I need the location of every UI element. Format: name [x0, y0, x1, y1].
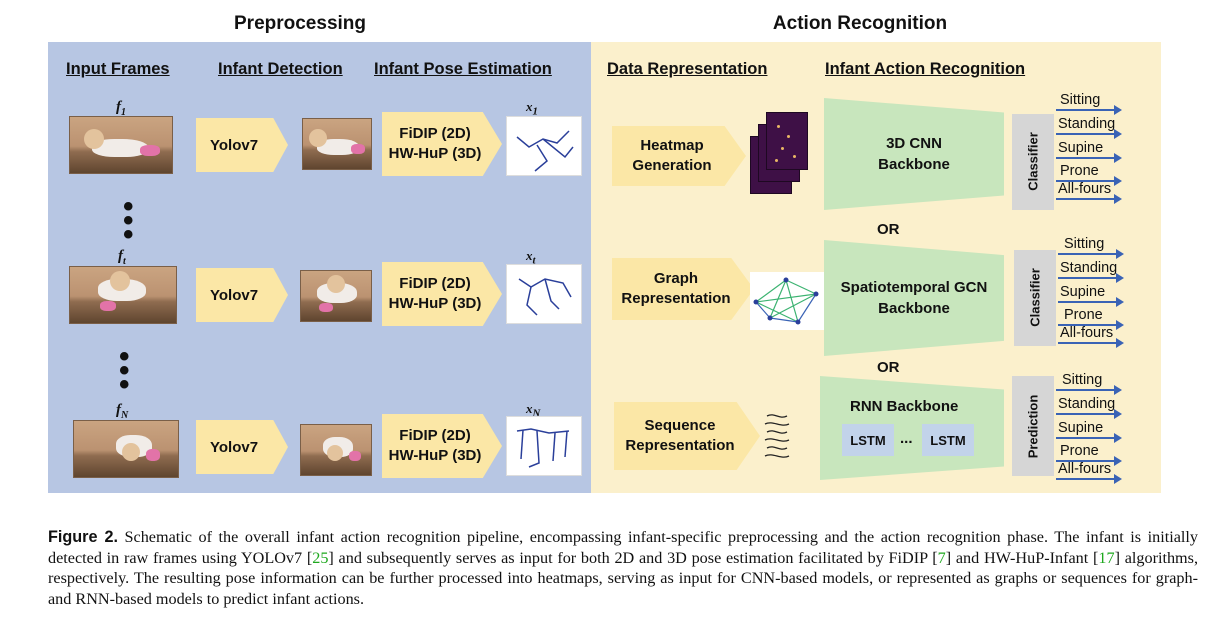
prediction-label: Prediction: [1025, 394, 1041, 459]
preprocessing-title: Preprocessing: [234, 13, 366, 34]
action-label: Standing: [1058, 396, 1116, 412]
input-frames-header: Input Frames: [66, 60, 170, 78]
pose-estimation-header: Infant Pose Estimation: [374, 60, 552, 78]
detected-infant-image-1: [302, 118, 372, 170]
output-arrow: [1058, 249, 1124, 259]
caption-text: ] algorithms, respectively. The resultin…: [48, 548, 1198, 608]
frames-ellipsis-2: •••: [119, 340, 130, 401]
action-label: Standing: [1058, 116, 1116, 132]
output-arrow: [1056, 153, 1122, 163]
pose-label-t: xt: [526, 248, 536, 267]
frame-label-t: ft: [118, 248, 126, 267]
pose-skeleton-t: [506, 264, 582, 324]
caption-text: ] and HW-HuP-Infant [: [945, 548, 1099, 567]
pose-label-n: xN: [526, 401, 541, 420]
frame-label-n: fN: [116, 402, 129, 421]
output-arrow: [1056, 176, 1122, 186]
pose-label-1: x1: [526, 99, 538, 118]
yolov7-box-t: Yolov7: [196, 268, 288, 322]
heatmap-stack-front: [766, 112, 808, 170]
output-arrow: [1056, 105, 1122, 115]
output-arrow: [1056, 456, 1122, 466]
classifier-box-1: [1012, 114, 1054, 210]
caption-text: ] and subsequently serves as input for b…: [328, 548, 938, 567]
action-label: Sitting: [1064, 236, 1105, 252]
caption-label: Figure 2.: [48, 528, 118, 546]
output-arrow: [1056, 433, 1122, 443]
detected-infant-image-t: [300, 270, 372, 322]
output-arrow: [1058, 297, 1124, 307]
output-arrow: [1058, 273, 1124, 283]
input-frame-image-t: [69, 266, 177, 324]
classifier-label-1: Classifier: [1025, 132, 1041, 191]
output-arrow: [1058, 320, 1124, 330]
action-label: Supine: [1060, 284, 1106, 300]
frames-ellipsis-1: •••: [123, 190, 134, 251]
data-representation-header: Data Representation: [607, 60, 768, 78]
figure-caption: Figure 2. Schematic of the overall infan…: [48, 527, 1198, 609]
pose-skeleton-n: [506, 416, 582, 476]
citation-link[interactable]: 17: [1098, 548, 1115, 567]
caption-text: Schematic of the overall infant action r…: [48, 528, 1198, 567]
action-label: Supine: [1058, 420, 1104, 436]
pose-skeleton-1: [506, 116, 582, 176]
input-frame-image-1: [69, 116, 173, 174]
action-label: All-fours: [1058, 181, 1112, 197]
frame-label-1: f1: [116, 99, 126, 118]
or-label-1: OR: [877, 221, 900, 238]
classifier-box-2: [1014, 250, 1056, 346]
input-frame-image-n: [73, 420, 179, 478]
yolov7-box-n: Yolov7: [196, 420, 288, 474]
citation-link[interactable]: 25: [312, 548, 329, 567]
action-outputs-1: Sitting Standing Supine Prone All-fours: [1054, 92, 1134, 212]
yolov7-box-1: Yolov7: [196, 118, 288, 172]
detected-infant-image-n: [300, 424, 372, 476]
infant-action-recognition-header: Infant Action Recognition: [825, 60, 1026, 78]
graph-illustration: [750, 272, 824, 330]
output-arrow: [1056, 385, 1122, 395]
action-label: Prone: [1060, 443, 1099, 459]
pose-model-box-t: FiDIP (2D)HW-HuP (3D): [382, 262, 502, 326]
lstm-ellipsis: ...: [900, 430, 913, 447]
action-label: Supine: [1058, 140, 1104, 156]
action-label: Prone: [1060, 163, 1099, 179]
rnn-backbone-label: RNN Backbone: [850, 398, 959, 415]
action-label: Sitting: [1060, 92, 1101, 108]
prediction-box: [1012, 376, 1054, 476]
output-arrow: [1056, 194, 1122, 204]
action-label: Sitting: [1062, 372, 1103, 388]
classifier-label-2: Classifier: [1027, 268, 1043, 327]
output-arrow: [1056, 474, 1122, 484]
action-label: Prone: [1064, 307, 1103, 323]
action-outputs-2: Sitting Standing Supine Prone All-fours: [1056, 236, 1136, 356]
infant-detection-header: Infant Detection: [218, 60, 343, 78]
citation-link[interactable]: 7: [937, 548, 946, 567]
action-label: All-fours: [1060, 325, 1114, 341]
sequence-illustration: [763, 410, 791, 464]
lstm-cell-2: LSTM: [922, 424, 974, 456]
action-label: Standing: [1060, 260, 1118, 276]
output-arrow: [1058, 338, 1124, 348]
pose-model-box-n: FiDIP (2D)HW-HuP (3D): [382, 414, 502, 478]
action-outputs-3: Sitting Standing Supine Prone All-fours: [1054, 372, 1134, 492]
lstm-cell-1: LSTM: [842, 424, 894, 456]
action-label: All-fours: [1058, 461, 1112, 477]
output-arrow: [1056, 129, 1122, 139]
action-recognition-title: Action Recognition: [772, 13, 948, 34]
pose-model-box-1: FiDIP (2D)HW-HuP (3D): [382, 112, 502, 176]
output-arrow: [1056, 409, 1122, 419]
or-label-2: OR: [877, 359, 900, 376]
